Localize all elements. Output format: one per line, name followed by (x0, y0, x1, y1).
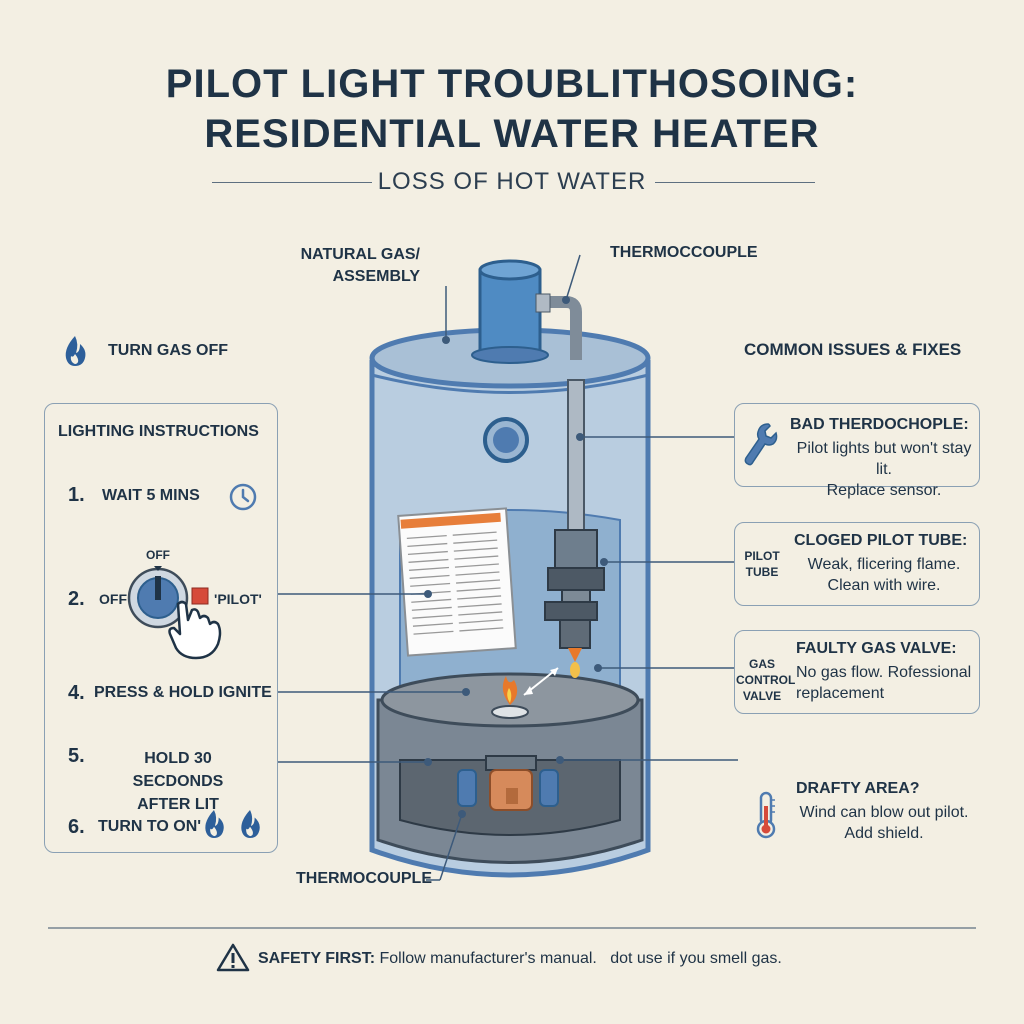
instruction-label-sheet (397, 507, 517, 657)
issue-1-title: BAD THERDOCHOPLE: (790, 416, 969, 433)
issue-1-line2: Replace sensor. (826, 482, 942, 499)
issue-3-line2: replacement (796, 685, 885, 702)
leader-dots (424, 296, 608, 818)
issue-2-line2: Clean with wire. (827, 577, 941, 594)
issue-2-line1: Weak, flicering flame. (807, 556, 961, 573)
callout-thermocouple-top: THERMOCCOUPLE (610, 244, 758, 261)
gas-control-valve-side-label-1: GAS (748, 657, 775, 671)
issue-2-title: CLOGED PILOT TUBE: (794, 532, 968, 549)
step-2-off-label: OFF (99, 591, 127, 607)
gas-dial-knob (127, 566, 189, 629)
flame-icon (205, 810, 224, 838)
issue-1-text: Pilot lights but won't stay lit. Replace… (792, 438, 976, 501)
pilot-indicator (191, 587, 209, 605)
callout-thermocouple-bottom: THERMOCOUPLE (296, 870, 432, 887)
turn-gas-off-label: TURN GAS OFF (108, 342, 228, 359)
hand-pointer-icon (168, 600, 222, 660)
subtitle-rule-left (212, 182, 372, 183)
step-2-number: 2. (68, 588, 85, 610)
step-5-text: HOLD 30 SECDONDS AFTER LIT (98, 747, 258, 816)
gas-dial-illustration (127, 566, 222, 660)
step-2-pilot-label: 'PILOT' (214, 591, 262, 607)
leader-lines (276, 254, 738, 881)
issue-card-clogged-pilot-tube (734, 522, 980, 606)
issue-4-line2: Add shield. (844, 825, 924, 842)
issue-4-title: DRAFTY AREA? (796, 780, 920, 797)
step-5-text-line2: AFTER LIT (137, 796, 219, 813)
clock-icon (229, 483, 257, 511)
step-6-text: TURN TO ON' (98, 818, 202, 835)
gas-control-valve (457, 755, 559, 811)
issue-3-text: No gas flow. Rofessional replacement (796, 662, 976, 704)
gas-control-valve-side-label: GAS CONTROL VALVE (736, 656, 796, 704)
issue-card-bad-thermocouple (734, 403, 980, 487)
pilot-tube-side-label-2: TUBE (745, 565, 779, 579)
tank-port (483, 417, 529, 463)
issue-4-line1: Wind can blow out pilot. (799, 804, 969, 821)
pilot-tube-side-label-1: PILOT (744, 549, 780, 563)
gas-control-valve-side-label-3: VALVE (742, 689, 782, 703)
step-1-text: WAIT 5 MINS (102, 487, 200, 504)
step-4-text: PRESS & HOLD IGNITE (94, 684, 272, 701)
gas-control-valve-side-label-2: CONTROL (736, 673, 796, 687)
callout-natural-gas-line1: NATURAL GAS/ (300, 246, 420, 263)
vent-pipe (471, 259, 549, 364)
callout-natural-gas-line2: ASSEMBLY (332, 268, 420, 285)
issue-1-line1: Pilot lights but won't stay lit. (796, 440, 972, 478)
callout-natural-gas: NATURAL GAS/ ASSEMBLY (300, 244, 420, 288)
pilot-flame (502, 667, 559, 705)
flame-icon (241, 810, 260, 838)
step-5-text-line1: HOLD 30 SECDONDS (132, 750, 224, 790)
issue-card-faulty-gas-valve (734, 630, 980, 714)
issue-2-text: Weak, flicering flame. Clean with wire. (792, 554, 976, 596)
step-5-number: 5. (68, 745, 85, 767)
issue-3-line1: No gas flow. Rofessional (796, 664, 972, 681)
step-4-number: 4. (68, 682, 85, 704)
footer-safety-text: Follow manufacturer's manual. dot use if… (375, 950, 782, 967)
page-title-line2: RESIDENTIAL WATER HEATER (204, 112, 820, 156)
footer-safety-note: SAFETY FIRST: Follow manufacturer's manu… (258, 950, 782, 968)
issue-3-title: FAULTY GAS VALVE: (796, 640, 957, 657)
wrench-icon (744, 423, 778, 466)
warning-icon (216, 943, 250, 972)
step-1-number: 1. (68, 484, 85, 506)
issue-4-text: Wind can blow out pilot. Add shield. (794, 802, 974, 844)
subtitle-rule-right (655, 182, 815, 183)
page-subtitle: LOSS OF HOT WATER (377, 168, 647, 195)
page-title-line1: PILOT LIGHT TROUBLITHOSOING: (165, 62, 859, 106)
lighting-instructions-heading: LIGHTING INSTRUCTIONS (58, 423, 259, 440)
common-issues-heading: COMMON ISSUES & FIXES (744, 340, 962, 359)
thermometer-icon (756, 791, 776, 839)
pilot-tube-side-label: PILOT TUBE (742, 548, 782, 580)
dial-off-label: OFF (146, 548, 170, 562)
step-6-number: 6. (68, 816, 85, 838)
flame-icon (65, 336, 86, 366)
footer-safety-bold: SAFETY FIRST: (258, 950, 376, 967)
